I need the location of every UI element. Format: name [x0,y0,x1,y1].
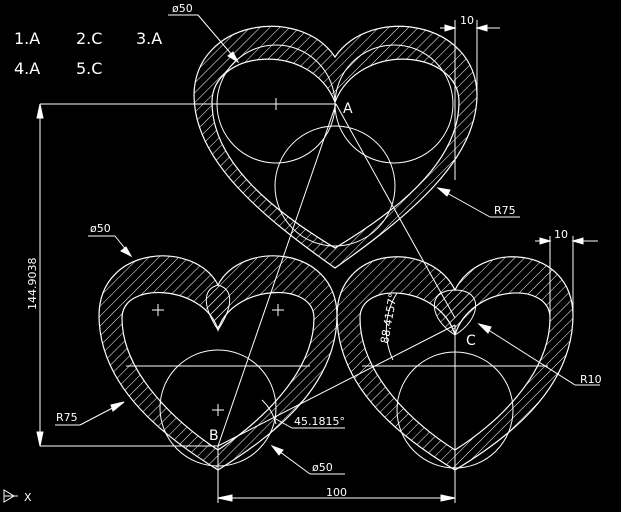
angle-arc-right [385,292,398,361]
angle-arc-bottom [261,399,277,425]
dimension-lines [36,14,600,502]
answer-key: 1.A 2.C 3.A 4.A 5.C [14,29,162,78]
answer-1: 1.A [14,29,40,48]
point-label-A: A [343,101,353,117]
construction-lines [40,20,574,503]
point-label-B: B [209,428,219,444]
leader-left-radius-arrow [110,401,125,412]
answer-2: 2.C [76,29,102,48]
line-A-B [217,103,337,447]
heart-left [98,255,338,471]
heart-top-hatched-wall [193,25,478,269]
dim-horizontal-arrow-right [440,494,456,502]
circle-top-bottom [274,125,396,247]
label-angle-bottom: 45.1815° [294,415,345,428]
leader-angle-bottom [273,417,293,429]
label-right-radius: R10 [580,373,602,386]
label-left-diameter: ø50 [90,222,111,235]
answer-3: 3.A [136,29,162,48]
line-A-C [335,103,456,319]
answer-5: 5.C [76,59,102,78]
dim-top-wall-arrow-left [444,24,457,32]
leader-left-diameter-arrow [120,246,133,258]
label-top-diameter: ø50 [172,2,193,15]
label-bottom-diameter: ø50 [312,461,333,474]
label-horizontal-dim: 100 [326,486,347,499]
dim-top-wall-arrow-right [475,24,488,32]
heart-right-inner-lobes [433,289,477,336]
label-vertical-dim: 144.9038 [26,258,39,311]
point-label-C: C [466,333,476,349]
dim-horizontal-arrow-left [217,494,233,502]
dim-right-wall-arrow-left [539,237,552,245]
leader-right-radius-arrow [477,323,492,334]
answer-4: 4.A [14,59,40,78]
ucs-x-label: X [24,491,32,504]
leader-top-diameter-arrow [227,51,240,64]
heart-top [193,25,478,269]
heart-left-inner-lobes [205,284,231,331]
label-left-radius: R75 [56,411,78,424]
leader-bottom-diameter-arrow [270,444,284,456]
label-angle-right: 88.4157° [378,292,400,344]
line-B-C [217,324,456,447]
label-top-radius: R75 [494,204,516,217]
point-labels: A B C [209,101,476,444]
dim-vertical-arrow-bottom [36,431,44,447]
leader-top-radius-arrow [436,187,451,197]
label-right-wall: 10 [554,228,568,241]
ucs-icon: X [3,489,32,504]
label-top-wall: 10 [460,14,474,27]
dim-right-wall-arrow-right [571,237,584,245]
dim-vertical-arrow-top [36,103,44,119]
leader-right-radius [478,323,576,386]
